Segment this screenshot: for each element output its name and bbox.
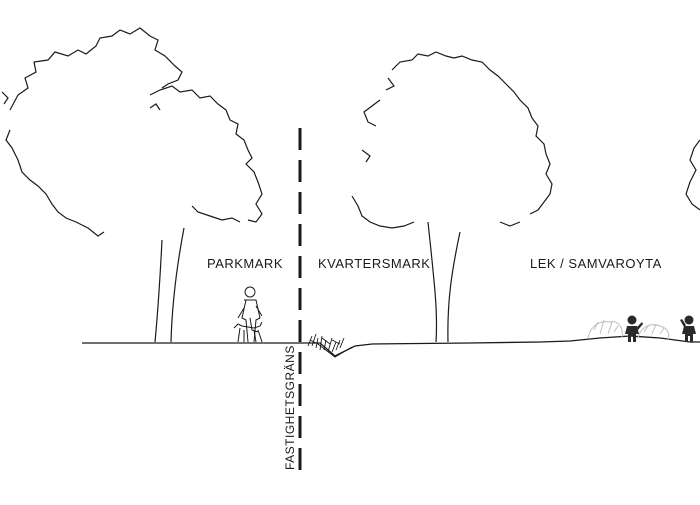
tree-outline-icon [685, 139, 700, 211]
child-figure-icon [680, 315, 696, 342]
shrub-icon [587, 319, 670, 341]
tree-outline-icon [1, 27, 263, 343]
tree-outline-icon [351, 51, 553, 343]
label-fastighetsgrans: FASTIGHETSGRÄNS [283, 345, 297, 470]
label-parkmark: PARKMARK [207, 256, 283, 271]
ground-line [82, 335, 700, 358]
child-figure-icon [625, 315, 643, 342]
person-with-dog-icon [233, 286, 263, 343]
label-kvartersmark: KVARTERSMARK [318, 256, 430, 271]
rain-garden-plants-icon [307, 333, 345, 353]
label-lek-samvaroyta: LEK / SAMVAROYTA [530, 256, 662, 271]
